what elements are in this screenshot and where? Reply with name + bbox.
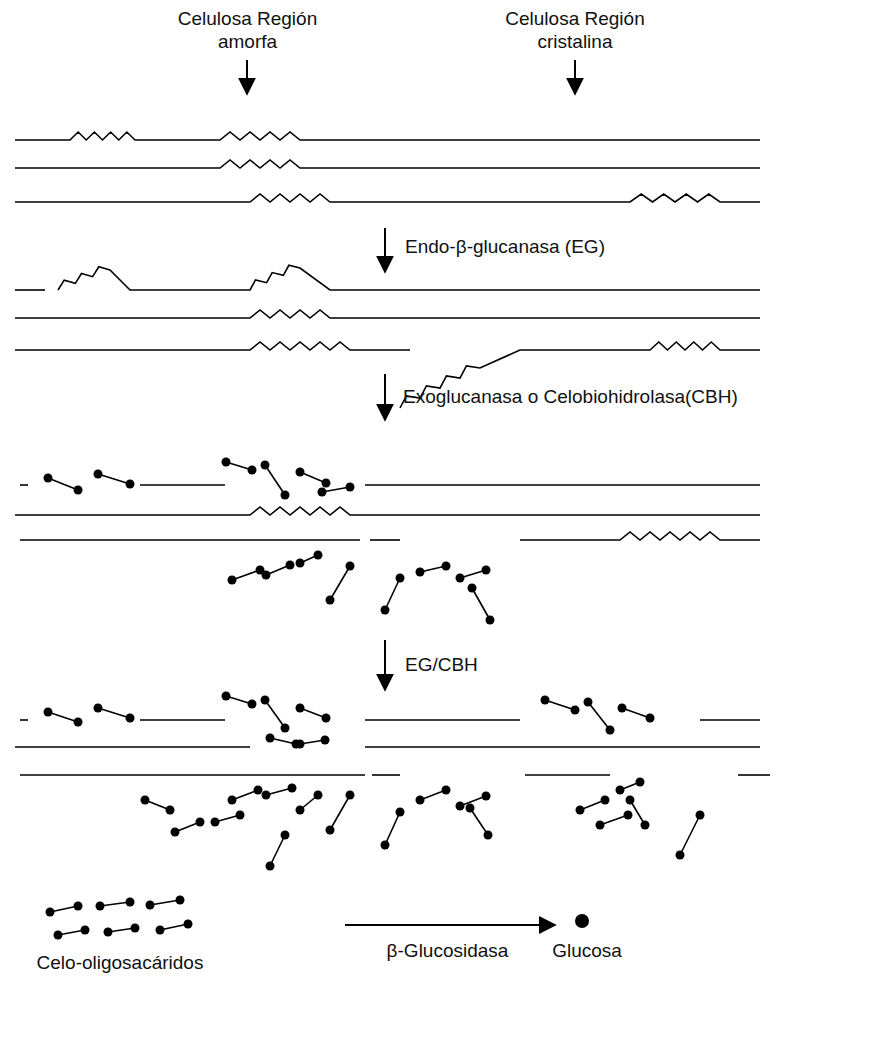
product-label: Celo-oligosacáridos (25, 952, 215, 975)
cellobiose-unit (616, 778, 645, 795)
cellobiose-unit (228, 786, 263, 805)
reaction-arrow (345, 924, 555, 926)
product-label: Glucosa (542, 940, 632, 963)
cellobiose-unit (44, 474, 83, 495)
glucose-dot (575, 914, 589, 928)
cellobiose-unit (104, 924, 140, 937)
reaction-arrow (384, 374, 386, 420)
enzyme-label: Endo-β-glucanasa (EG) (405, 236, 605, 259)
cellobiose-unit (171, 818, 205, 837)
cellobiose-unit (262, 784, 297, 800)
reaction-arrow (384, 228, 386, 272)
cellobiose-unit (296, 791, 323, 815)
cellulose-chain (372, 774, 400, 776)
cellobiose-unit (94, 470, 135, 489)
cellobiose-unit (326, 562, 355, 605)
enzyme-label: EG/CBH (405, 654, 478, 677)
cellulose-chain (365, 746, 760, 748)
cellulose-chain (520, 532, 760, 540)
cellobiose-unit (146, 896, 185, 910)
cellulose-chain (15, 507, 760, 515)
cellobiose-unit (156, 920, 193, 935)
cello-oligosaccharides (44, 458, 705, 940)
cellulose-chain (15, 160, 760, 168)
cellobiose-unit (326, 791, 355, 835)
cellobiose-unit (54, 926, 90, 940)
cellobiose-unit (228, 566, 265, 585)
cellobiose-unit (141, 796, 175, 815)
cellulose-chain (20, 539, 360, 541)
cellobiose-unit (318, 483, 355, 497)
enzyme-label: Exoglucanasa o Celobiohidrolasa(CBH) (403, 386, 738, 409)
cellobiose-unit (456, 566, 491, 583)
cellobiose-unit (468, 584, 495, 625)
cellulose-chain (525, 774, 610, 776)
cellobiose-unit (626, 796, 650, 830)
cellobiose-unit (584, 698, 615, 735)
cellobiose-unit (296, 704, 331, 723)
cellulose-chains (15, 132, 770, 775)
cellulose-chain (58, 265, 760, 290)
cellulose-chain (15, 194, 760, 202)
cellulose-chain (140, 719, 225, 721)
cellobiose-unit (466, 804, 493, 840)
cellulose-chain (365, 484, 760, 486)
region-label: Celulosa Región amorfa (165, 8, 330, 54)
enzyme-label: β-Glucosidasa (365, 940, 530, 963)
cellobiose-unit (576, 796, 610, 815)
reaction-arrow (246, 60, 248, 94)
region-label: Celulosa Región cristalina (490, 8, 660, 54)
cellobiose-unit (416, 786, 451, 805)
cellulose-chain (20, 719, 28, 721)
cellulose-chain (700, 719, 760, 721)
reaction-arrows (247, 60, 575, 925)
cellulose-chain (15, 746, 250, 748)
cellulose-chain (140, 484, 225, 486)
cellobiose-unit (44, 708, 83, 727)
cellobiose-unit (416, 562, 451, 577)
cellobiose-unit (296, 736, 330, 749)
cellobiose-unit (381, 574, 405, 615)
cellulose-chain (365, 719, 520, 721)
cellulose-chain (20, 484, 28, 486)
cellobiose-unit (596, 811, 633, 830)
cellobiose-unit (296, 551, 323, 568)
reaction-arrow (384, 640, 386, 690)
cellobiose-unit (211, 811, 245, 827)
cellobiose-unit (94, 704, 135, 723)
cellobiose-unit (46, 902, 83, 917)
cellobiose-unit (618, 704, 655, 723)
cellobiose-unit (261, 696, 290, 733)
cellulose-chain (400, 342, 760, 408)
cellobiose-unit (262, 561, 295, 580)
cellulose-chain (15, 342, 410, 350)
cellobiose-unit (96, 898, 135, 911)
cellulose-chain (370, 539, 400, 541)
cellulose-chain (15, 310, 760, 318)
cellulose-chain (15, 289, 45, 291)
cellobiose-unit (222, 458, 257, 475)
reaction-arrow (574, 60, 576, 94)
cellobiose-unit (261, 461, 290, 500)
cellulose-chain (738, 774, 770, 776)
cellobiose-unit (676, 811, 705, 860)
cellulose-chain (15, 132, 760, 140)
cellobiose-unit (541, 696, 580, 715)
cellobiose-unit (381, 808, 405, 850)
cellobiose-unit (296, 468, 331, 488)
cellobiose-unit (266, 831, 290, 871)
cellobiose-unit (222, 692, 257, 709)
cellulose-chain (20, 774, 365, 776)
cellobiose-unit (266, 734, 301, 749)
